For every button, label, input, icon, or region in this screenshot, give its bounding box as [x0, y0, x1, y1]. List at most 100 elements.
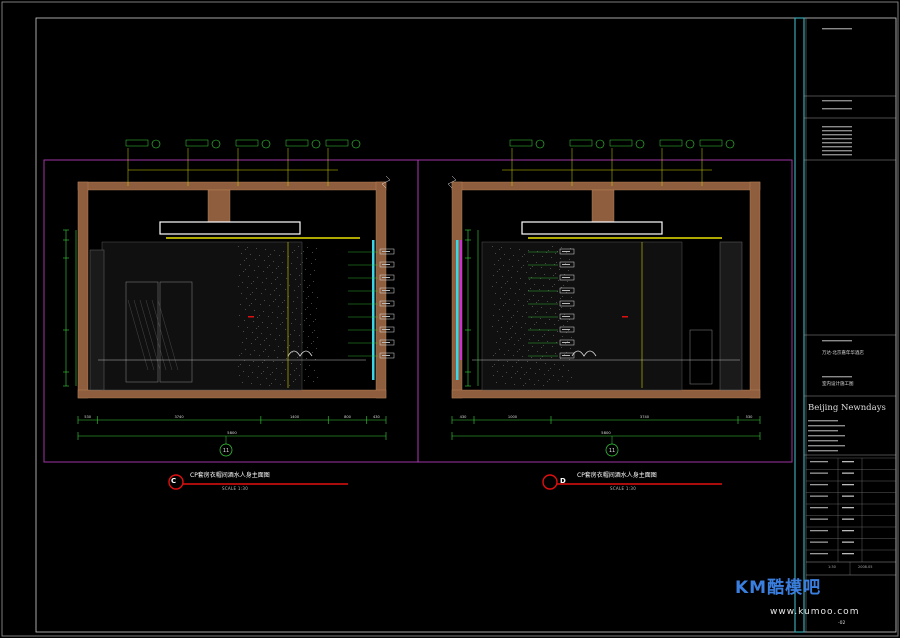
- texture-dot: [538, 340, 539, 341]
- tb-text-stroke: [822, 340, 852, 342]
- texture-dot: [261, 373, 262, 374]
- texture-dot: [307, 307, 308, 308]
- side-tag: [559, 352, 575, 359]
- texture-dot: [270, 374, 271, 375]
- texture-dot: [266, 278, 267, 279]
- tb-text-stroke: [808, 440, 838, 442]
- texture-dot: [502, 376, 503, 377]
- texture-dot: [257, 337, 258, 338]
- texture-dot: [271, 323, 272, 324]
- texture-dot: [520, 278, 521, 279]
- texture-dot: [511, 317, 512, 318]
- side-tag-text: [562, 355, 570, 356]
- texture-dot: [273, 261, 274, 262]
- texture-dot: [290, 374, 291, 375]
- tb-text-stroke: [822, 100, 852, 102]
- wall-right: [749, 181, 761, 399]
- texture-dot: [264, 360, 265, 361]
- texture-dot: [250, 294, 251, 295]
- texture-dot: [537, 311, 538, 312]
- texture-dot: [254, 270, 255, 271]
- texture-dot: [548, 250, 549, 251]
- texture-dot: [550, 308, 551, 309]
- texture-dot: [549, 379, 550, 380]
- side-tag: [559, 248, 575, 255]
- texture-dot: [564, 274, 565, 275]
- texture-dot: [536, 302, 537, 303]
- texture-dot: [500, 338, 501, 339]
- texture-dot: [282, 322, 283, 323]
- texture-dot: [508, 310, 509, 311]
- top-callout-bubble: [725, 139, 735, 149]
- texture-dot: [303, 251, 304, 252]
- top-callout-box: [699, 139, 723, 147]
- glass-strip: [372, 240, 375, 380]
- texture-dot: [560, 258, 561, 259]
- texture-dot: [549, 319, 550, 320]
- texture-dot: [260, 384, 261, 385]
- tb-text-stroke: [822, 138, 852, 140]
- texture-dot: [261, 293, 262, 294]
- texture-dot: [308, 376, 309, 377]
- door-panel: [159, 281, 193, 383]
- texture-dot: [520, 338, 521, 339]
- texture-dot: [297, 257, 298, 258]
- texture-dot: [255, 259, 256, 260]
- texture-dot: [288, 296, 289, 297]
- texture-dot: [508, 270, 509, 271]
- top-callout-box: [235, 139, 259, 147]
- texture-dot: [309, 365, 310, 366]
- texture-dot: [545, 323, 546, 324]
- texture-dot: [501, 287, 502, 288]
- texture-dot: [570, 308, 571, 309]
- bottom-dim-total: 5800: [227, 430, 237, 435]
- texture-dot: [568, 370, 569, 371]
- texture-dot: [316, 308, 317, 309]
- tb-cell-text: [810, 461, 828, 463]
- texture-dot: [513, 355, 514, 356]
- side-tag: [379, 352, 395, 359]
- texture-dot: [301, 253, 302, 254]
- texture-dot: [558, 380, 559, 381]
- texture-dot: [525, 323, 526, 324]
- texture-dot: [262, 362, 263, 363]
- texture-dot: [267, 267, 268, 268]
- texture-dot: [504, 354, 505, 355]
- texture-dot: [312, 292, 313, 293]
- texture-dot: [311, 343, 312, 344]
- top-callout-bubble: [261, 139, 271, 149]
- texture-dot: [510, 288, 511, 289]
- texture-dot: [269, 385, 270, 386]
- texture-dot: [286, 318, 287, 319]
- texture-dot: [523, 385, 524, 386]
- texture-dot: [300, 364, 301, 365]
- texture-dot: [539, 289, 540, 290]
- texture-dot: [276, 328, 277, 329]
- tb-text-stroke: [822, 142, 852, 144]
- texture-dot: [287, 307, 288, 308]
- texture-dot: [518, 340, 519, 341]
- texture-dot: [308, 336, 309, 337]
- tb-cell-text: [810, 495, 828, 497]
- texture-dot: [304, 320, 305, 321]
- texture-dot: [291, 323, 292, 324]
- texture-dot: [268, 356, 269, 357]
- top-callout-bubble: [351, 139, 361, 149]
- texture-dot: [271, 283, 272, 284]
- texture-dot: [275, 279, 276, 280]
- top-callout-box: [325, 139, 349, 147]
- tb-cell-text: [842, 484, 854, 486]
- texture-dot: [274, 290, 275, 291]
- texture-dot: [262, 282, 263, 283]
- texture-dot: [239, 315, 240, 316]
- texture-dot: [249, 305, 250, 306]
- texture-dot: [276, 268, 277, 269]
- texture-dot: [258, 366, 259, 367]
- texture-dot: [537, 351, 538, 352]
- texture-dot: [254, 310, 255, 311]
- texture-dot: [552, 246, 553, 247]
- texture-dot: [514, 344, 515, 345]
- top-callout-bubble: [685, 139, 695, 149]
- texture-dot: [281, 273, 282, 274]
- axis-bubble-label: 11: [223, 448, 229, 454]
